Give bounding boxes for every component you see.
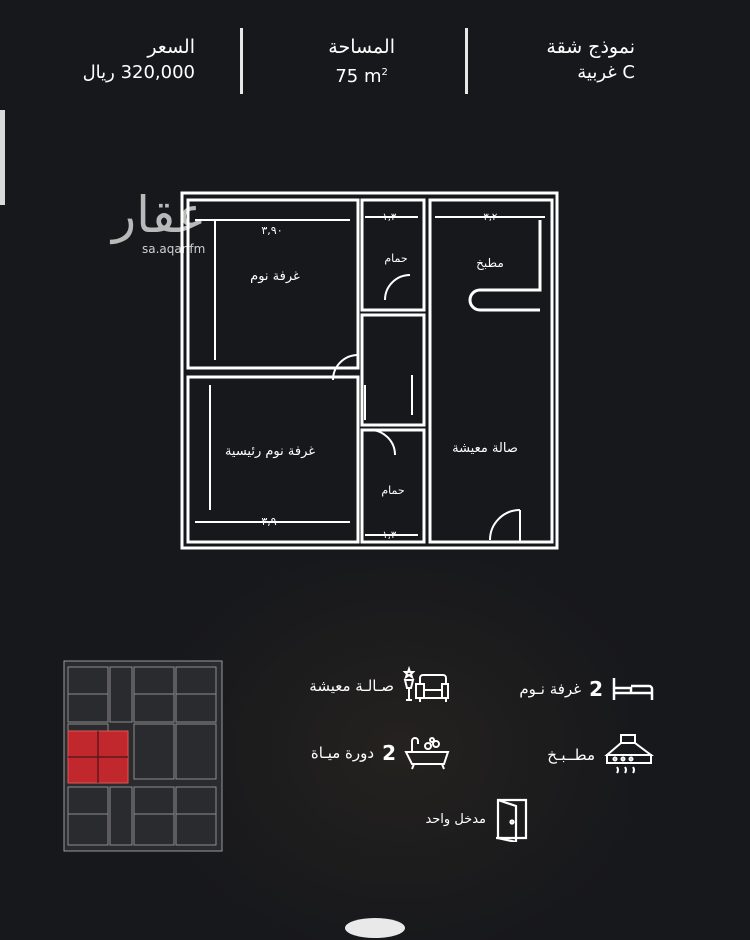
model-info: نموذج شقة C غربية	[546, 34, 635, 86]
feature-entrance: مدخل واحد	[425, 796, 530, 842]
room-label-bath-top: حمام	[384, 252, 407, 265]
building-floor-map	[62, 659, 227, 858]
corridor-wall	[360, 313, 426, 427]
room-label-living: صالة معيشة	[452, 441, 518, 456]
kitchen-counter	[468, 220, 542, 312]
bathrooms-count: 2	[382, 741, 396, 765]
bath-bottom-wall	[360, 428, 426, 544]
dim-master-width: ٣,٩٠	[261, 515, 282, 528]
price-value: 320,000 ريال	[82, 62, 195, 83]
aqar-watermark: عقار sa.aqar.fm	[112, 188, 207, 256]
bedrooms-count: 2	[589, 677, 603, 701]
master-bedroom-wall	[186, 375, 360, 544]
entrance-door-swing	[489, 509, 521, 541]
dim-bath-bottom-width: ١,٣٠	[382, 530, 401, 541]
kitchen-label: مطــبـخ	[547, 746, 595, 764]
feature-bathrooms: 2 دورة ميـاة	[311, 736, 450, 770]
page-indicator	[345, 918, 405, 938]
bath-door-swing	[384, 274, 411, 301]
room-label-bedroom: غرفة نوم	[250, 269, 300, 284]
price-label: السعر	[147, 36, 195, 58]
area-value: 75 m2	[328, 60, 395, 90]
header-divider	[465, 28, 468, 94]
area-label: المساحة	[328, 36, 395, 58]
room-label-bath-bottom: حمام	[381, 484, 404, 497]
stove-hood-icon	[604, 734, 654, 774]
bath-door-swing	[369, 429, 396, 456]
aqar-logo: عقار	[112, 186, 207, 244]
entrance-label: مدخل واحد	[425, 811, 486, 827]
living-label: صـالـة معيشة	[309, 677, 394, 695]
dim-bath-top-width: ١,٣٠	[382, 212, 401, 223]
bedrooms-label: غرفة نـوم	[519, 680, 582, 698]
outer-wall	[180, 191, 559, 550]
floor-plan-drawing: غرفة نوم غرفة نوم رئيسية حمام حمام مطبخ …	[180, 191, 559, 550]
building-floor-map-drawing	[63, 660, 223, 852]
area-number: 75 m	[335, 66, 382, 87]
dim-bedroom-width: ٣,٩٠	[261, 224, 282, 237]
feature-living: صـالـة معيشة	[309, 666, 450, 706]
dim-kitchen-width: ٣,٢٠	[483, 212, 502, 223]
price-info: السعر 320,000 ريال	[83, 34, 195, 86]
bedroom-wall	[186, 198, 360, 370]
area-unit: 2	[381, 67, 388, 78]
header-divider	[240, 28, 243, 94]
floor-plan: غرفة نوم غرفة نوم رئيسية حمام حمام مطبخ …	[160, 180, 580, 564]
room-label-kitchen: مطبخ	[476, 256, 504, 270]
scroll-edge	[0, 110, 5, 205]
living-kitchen-wall	[428, 198, 554, 544]
room-label-master-bedroom: غرفة نوم رئيسية	[225, 444, 315, 459]
door-icon	[496, 798, 528, 842]
bed-icon	[612, 678, 654, 700]
bath-top-wall	[360, 198, 426, 312]
sofa-icon	[402, 666, 449, 702]
model-label: نموذج شقة	[546, 36, 635, 58]
background-building-shadow	[170, 560, 630, 940]
bathtub-icon	[404, 737, 450, 770]
bedroom-door-swing	[332, 354, 359, 381]
bathrooms-label: دورة ميـاة	[310, 744, 375, 762]
area-info: المساحة 75 m2	[328, 34, 395, 90]
feature-kitchen: مطــبـخ	[547, 733, 655, 777]
feature-bedrooms: 2 غرفة نـوم	[519, 676, 655, 702]
model-value: C غربية	[577, 62, 635, 83]
